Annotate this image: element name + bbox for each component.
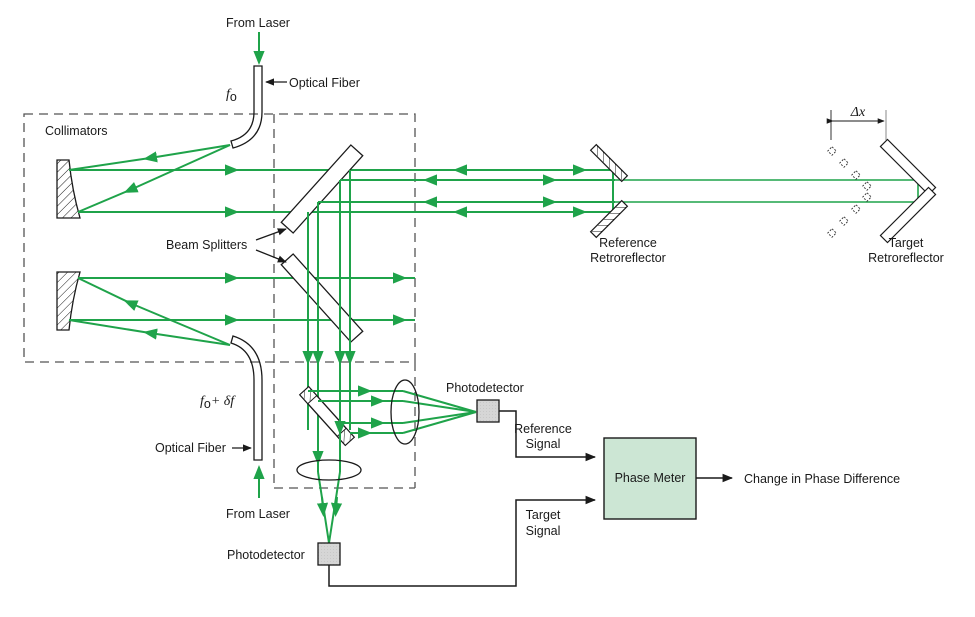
reference-lens bbox=[390, 379, 420, 445]
delta-x-label: Δx bbox=[850, 105, 866, 120]
target-signal-label-1: Target bbox=[526, 508, 561, 522]
target-retroreflector-label-1: Target bbox=[889, 236, 924, 250]
freq-bottom-label: fo+ δf bbox=[200, 394, 236, 411]
target-photodetector bbox=[317, 542, 341, 566]
collimators-label: Collimators bbox=[45, 124, 108, 138]
reference-retroreflector-label-1: Reference bbox=[599, 236, 657, 250]
target-retroreflector-label-2: Retroreflector bbox=[868, 251, 944, 265]
reference-return-beams bbox=[318, 164, 615, 218]
target-photodetector-label: Photodetector bbox=[227, 548, 305, 562]
optical-fiber-top-label: Optical Fiber bbox=[289, 76, 360, 90]
target-retroreflector bbox=[879, 138, 937, 244]
reference-photodetector-label: Photodetector bbox=[446, 381, 524, 395]
target-path-beams bbox=[615, 179, 919, 203]
beam-splitters-label: Beam Splitters bbox=[166, 238, 247, 252]
from-laser-top-label: From Laser bbox=[226, 16, 290, 30]
reference-signal-label-2: Signal bbox=[526, 437, 561, 451]
phase-meter-label: Phase Meter bbox=[615, 471, 686, 485]
reference-mix-beams bbox=[308, 385, 477, 439]
beam-splitter-pointer-upper bbox=[255, 228, 287, 241]
beam-splitter-pointer-lower bbox=[255, 249, 287, 263]
reference-signal-label-1: Reference bbox=[514, 422, 572, 436]
beam-splitter-upper bbox=[280, 144, 364, 234]
optical-fiber-bottom-label: Optical Fiber bbox=[155, 441, 226, 455]
target-signal-wire bbox=[328, 495, 597, 587]
target-mix-beams bbox=[312, 415, 346, 544]
output-label: Change in Phase Difference bbox=[744, 472, 900, 486]
reference-signal-wire bbox=[499, 410, 597, 462]
collimator-bottom-beams bbox=[68, 272, 415, 346]
target-lens bbox=[296, 459, 362, 481]
reference-retroreflector-label-2: Retroreflector bbox=[590, 251, 666, 265]
collimator-enclosure bbox=[23, 113, 416, 489]
collimator-mirror-top bbox=[56, 159, 81, 219]
phase-meter-box bbox=[603, 437, 697, 520]
collimator-mirror-bottom bbox=[56, 271, 81, 331]
optical-fiber-top bbox=[230, 65, 263, 149]
optical-fiber-bottom bbox=[230, 335, 263, 461]
reference-retroreflector bbox=[589, 143, 629, 239]
freq-top-label: fo bbox=[226, 87, 237, 104]
target-retroreflector-ghost bbox=[827, 146, 872, 238]
reference-photodetector bbox=[476, 399, 500, 423]
from-laser-bottom-label: From Laser bbox=[226, 507, 290, 521]
target-signal-label-2: Signal bbox=[526, 524, 561, 538]
beam-splitter-lower bbox=[280, 253, 364, 343]
